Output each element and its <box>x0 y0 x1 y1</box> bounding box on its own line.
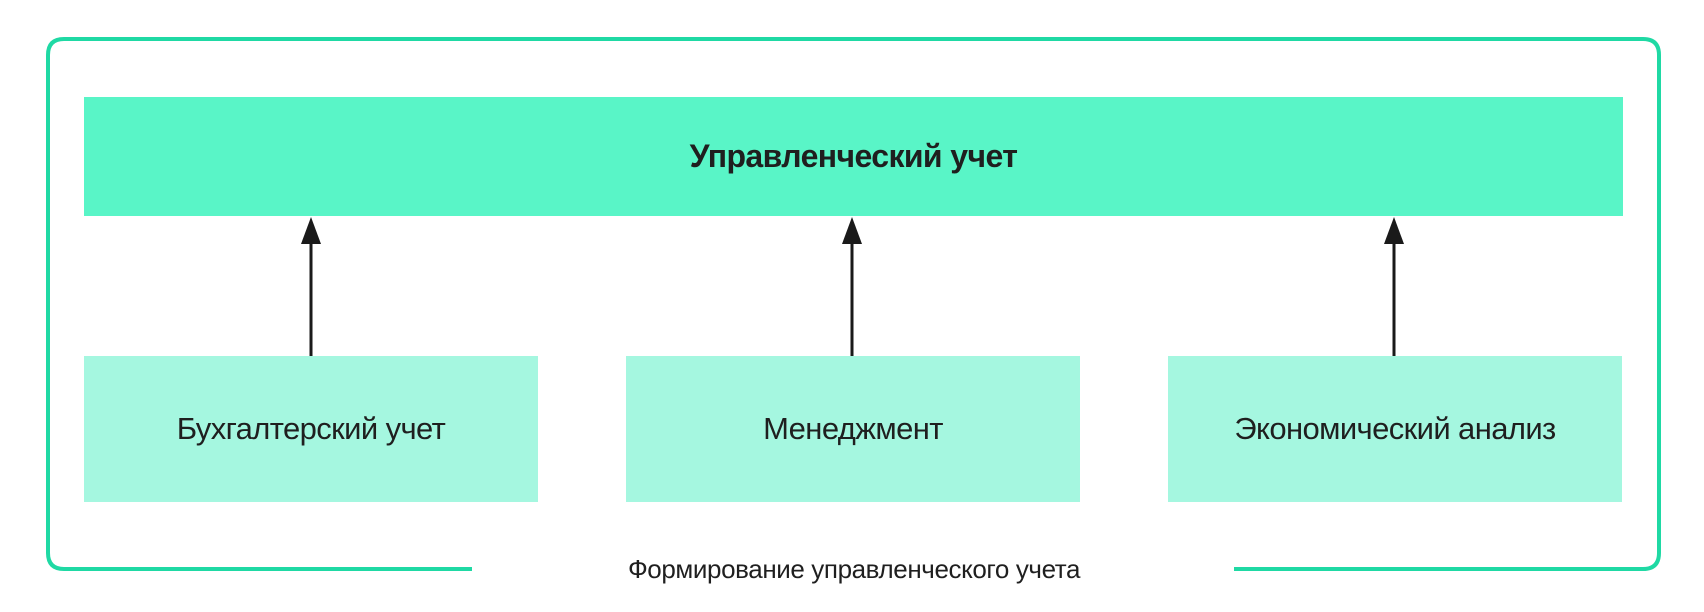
arrow-3 <box>1384 217 1404 356</box>
main-block-management-accounting: Управленческий учет <box>84 97 1623 216</box>
arrow-2 <box>842 217 862 356</box>
component-label-economic-analysis: Экономический анализ <box>1234 411 1556 446</box>
component-label-accounting: Бухгалтерский учет <box>176 411 446 446</box>
component-block-accounting: Бухгалтерский учет <box>84 356 538 502</box>
frame-border <box>46 37 1661 571</box>
diagram-caption: Формирование управленческого учета <box>627 553 1081 584</box>
main-block-label: Управленческий учет <box>689 138 1018 174</box>
arrow-1 <box>301 217 321 356</box>
component-label-management: Менеджмент <box>763 411 943 446</box>
component-block-economic-analysis: Экономический анализ <box>1168 356 1622 502</box>
component-block-management: Менеджмент <box>626 356 1080 502</box>
